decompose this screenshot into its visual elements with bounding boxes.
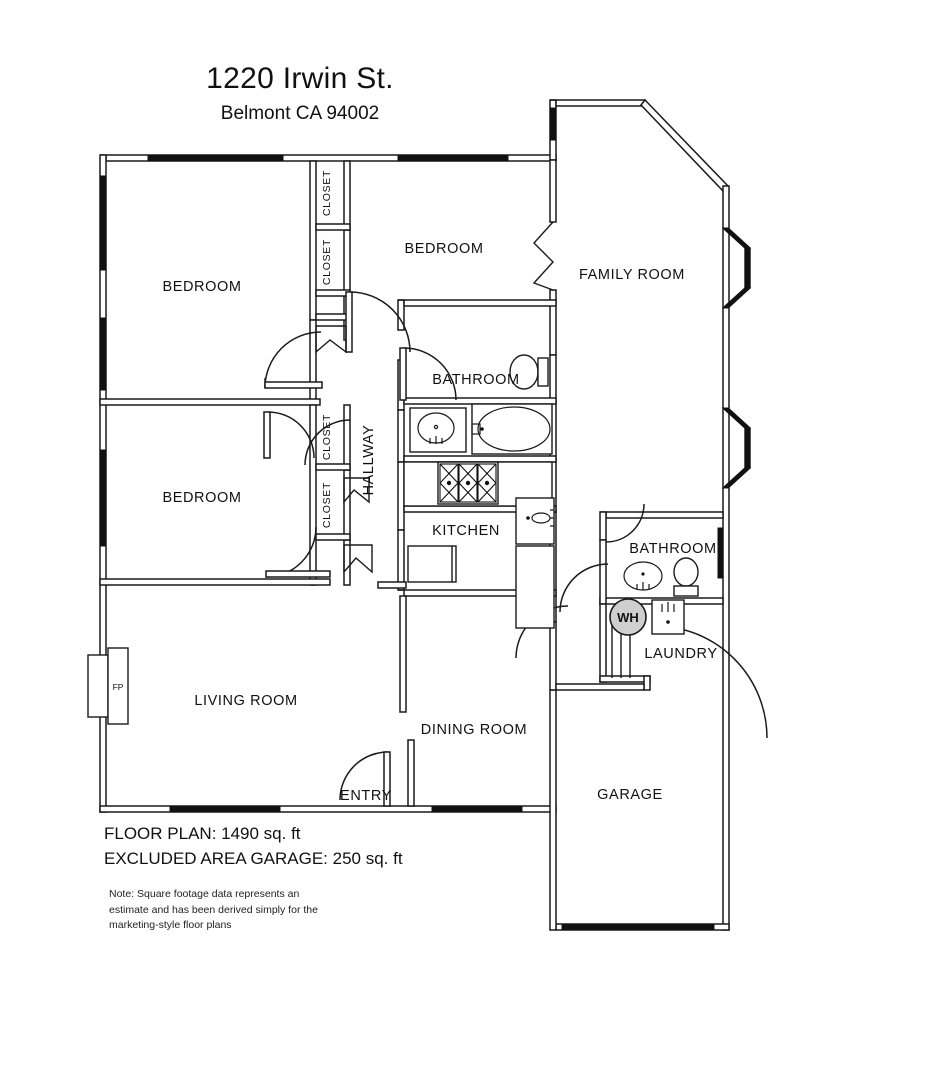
bathroom2-window <box>717 527 724 579</box>
footer-block: FLOOR PLAN: 1490 sq. ft EXCLUDED AREA GA… <box>104 822 604 933</box>
label-bathroom-2: BATHROOM <box>629 541 717 557</box>
family-room-interior-walls <box>599 511 724 605</box>
label-bedroom-1: BEDROOM <box>162 279 241 295</box>
stove-burners <box>439 463 497 503</box>
label-dining-room: DINING ROOM <box>421 722 528 738</box>
note-line-1: Note: Square footage data represents an <box>109 888 300 901</box>
label-bathroom-1: BATHROOM <box>432 372 520 388</box>
bathroom1-fixtures <box>409 354 553 455</box>
label-bedroom-2: BEDROOM <box>404 241 483 257</box>
kitchen-fixtures <box>403 461 555 629</box>
sliding-door-bedroom-family <box>532 221 554 291</box>
label-hallway: HALLWAY <box>361 425 377 496</box>
label-family-room: FAMILY ROOM <box>579 267 685 283</box>
family-room-window <box>550 107 556 141</box>
right-block-exterior-walls <box>549 98 730 931</box>
exterior-windows-bottom <box>169 806 523 812</box>
water-heater <box>609 598 647 636</box>
label-laundry: LAUNDRY <box>644 646 717 662</box>
label-living-room: LIVING ROOM <box>194 693 297 709</box>
bay-window-lower <box>721 407 752 489</box>
label-kitchen: KITCHEN <box>432 523 500 539</box>
bathroom2-fixtures <box>623 557 699 597</box>
label-garage: GARAGE <box>597 787 663 803</box>
exterior-windows-left <box>100 175 106 547</box>
label-entry: ENTRY <box>340 788 392 804</box>
excluded-area-text: EXCLUDED AREA GARAGE: 250 sq. ft <box>104 848 403 868</box>
label-closet-3: CLOSET <box>321 414 333 460</box>
title-block: 1220 Irwin St. Belmont CA 94002 <box>0 62 600 124</box>
dining-living-partitions <box>377 581 407 713</box>
page-subtitle: Belmont CA 94002 <box>220 102 380 124</box>
page-title: 1220 Irwin St. <box>206 62 394 95</box>
doors <box>263 291 768 807</box>
disclaimer-note: Note: Square footage data represents an … <box>104 887 604 933</box>
laundry-sink <box>651 599 685 635</box>
fireplace <box>87 647 129 725</box>
note-line-3: marketing-style floor plans <box>109 918 232 931</box>
label-closet-4: CLOSET <box>321 482 333 528</box>
note-line-2: estimate and has been derived simply for… <box>109 903 318 916</box>
floor-plan-area-text: FLOOR PLAN: 1490 sq. ft <box>104 824 301 843</box>
label-fireplace: FP <box>113 682 124 692</box>
label-closet-1: CLOSET <box>321 170 333 216</box>
label-bedroom-3: BEDROOM <box>162 490 241 506</box>
label-closet-2: CLOSET <box>321 239 333 285</box>
bay-window-upper <box>721 227 752 309</box>
exterior-windows-top <box>147 155 509 161</box>
label-water-heater: WH <box>617 610 639 625</box>
